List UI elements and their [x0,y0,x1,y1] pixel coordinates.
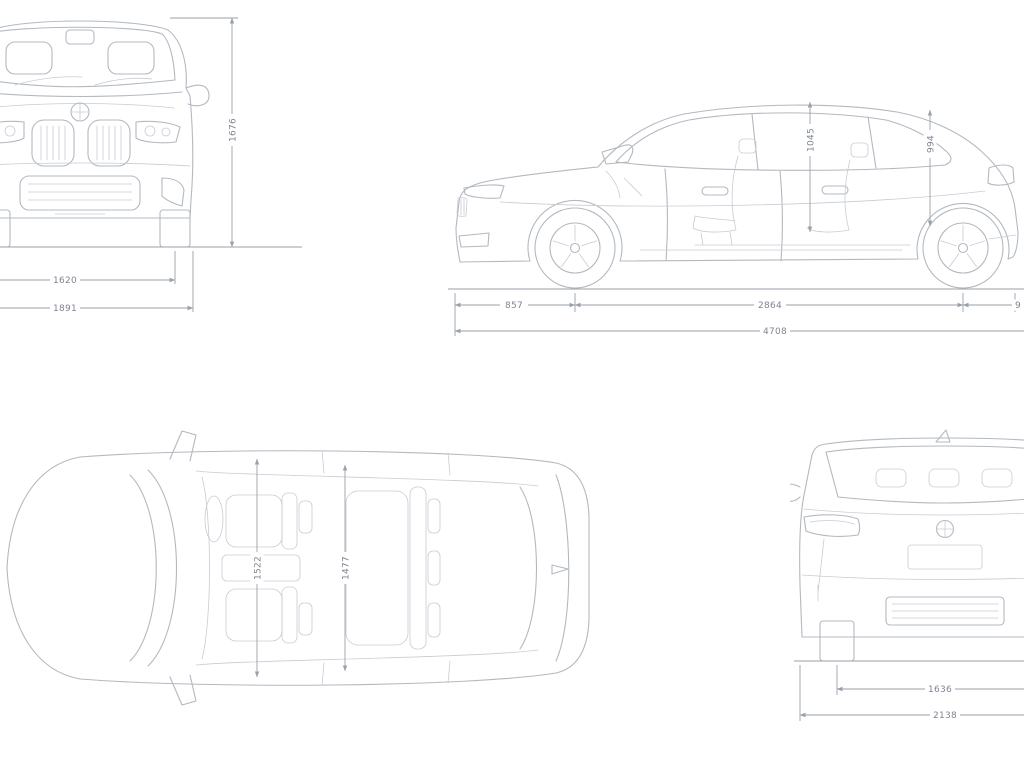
left-headlight [0,120,25,144]
top-car-drawing [6,430,590,706]
front-intake-side [458,232,490,248]
kidney-grille-right [87,119,131,167]
rear-beltline [803,508,1024,516]
dim-overall-width-label: 1891 [53,304,77,314]
pillars [751,113,877,171]
side-body-outline [455,104,1019,263]
windshield [0,26,176,88]
rear-dimensions: 1636 2138 [794,660,1024,721]
side-dimensions: 1045 994 857 2864 9 4708 [448,101,1024,337]
left-taillight [803,514,861,537]
interior-lines [605,138,911,246]
tailgate-lines [801,538,1024,602]
dim-wheelbase-label: 2864 [758,301,782,311]
bmw-roundel [70,102,90,122]
rear-body-outline [799,437,1024,638]
door-cut-lines [201,450,451,686]
air-intake [19,175,141,211]
dim-rear-headroom-label: 994 [927,135,937,153]
right-mirror [185,84,210,107]
top-dimensions: 1522 1477 [250,458,352,678]
side-view: 1045 994 857 2864 9 4708 [440,40,1024,360]
dim-rear-interior-width-label: 1477 [342,556,352,580]
dim-height: 1676 [225,114,239,146]
right-headlight [135,120,181,144]
roof-antenna-fin [935,429,951,443]
bmw-roundel-rear [935,519,955,539]
rear-left-mirror [790,483,801,502]
door-lines [664,168,783,262]
top-body-outline [6,450,590,686]
rear-left-wheel [819,620,855,662]
dim-rear-track-label: 1636 [928,685,952,695]
side-mirror [601,144,634,165]
dim-rear-width-label: 2138 [933,711,957,721]
dim-overall-length-label: 4708 [763,327,787,337]
front-body-outline [0,20,194,219]
rearview-mirror [65,29,95,45]
dim-front-interior-width: 1522 [250,552,264,584]
rear-view: 1636 2138 [790,425,1024,725]
rear-wheel [922,207,1004,289]
front-wheel [534,207,616,289]
front-dimensions: 1676 1620 1891 [0,17,302,314]
dim-overall-width: 1891 [50,302,80,314]
top-view: 1522 1477 [0,415,600,725]
top-seats [204,486,441,650]
cowl-line [0,91,183,98]
dim-rear-headroom: 994 [923,130,937,158]
rear-headrests [875,468,1013,488]
intake-slats [27,183,133,201]
windshield-top [129,469,178,667]
headlight-side [463,184,505,199]
front-left-wheel [0,209,11,248]
headrest-left [5,41,53,75]
dim-front-headroom-label: 1045 [807,128,817,152]
bumper-line [0,162,191,167]
dim-rear-overhang-partial-label: 9 [1015,301,1021,311]
dim-front-interior-width-label: 1522 [254,556,264,580]
dim-front-overhang-label: 857 [505,301,523,311]
wipers [14,76,153,86]
antenna-fin [551,564,569,575]
taillight-side [987,164,1015,186]
headrest-right [107,41,155,75]
rear-window [825,445,1024,504]
steering-wheel [204,495,224,543]
dim-track-width: 1620 [50,274,80,286]
dim-track-width-label: 1620 [53,276,77,286]
right-side-intake [161,177,185,207]
rear-door-handle [821,185,849,195]
grille-side [456,197,468,217]
front-view: 1676 1620 1891 [0,0,310,330]
kidney-grille-left [31,119,75,167]
grille-slats [40,125,122,161]
front-car-drawing [0,20,210,248]
front-door-handle [701,186,729,196]
roof-edges [195,470,539,666]
rear-car-drawing [790,429,1024,662]
diffuser-slats [891,603,999,619]
rear-window-top [519,474,570,662]
front-right-wheel [159,209,191,248]
dim-rear-interior-width: 1477 [338,552,352,584]
rear-diffuser [885,596,1005,626]
dim-height-label: 1676 [229,118,239,142]
license-plate-recess [907,544,983,570]
side-glass [615,112,952,171]
dim-front-headroom: 1045 [803,124,817,156]
mirrors-top [169,430,197,706]
